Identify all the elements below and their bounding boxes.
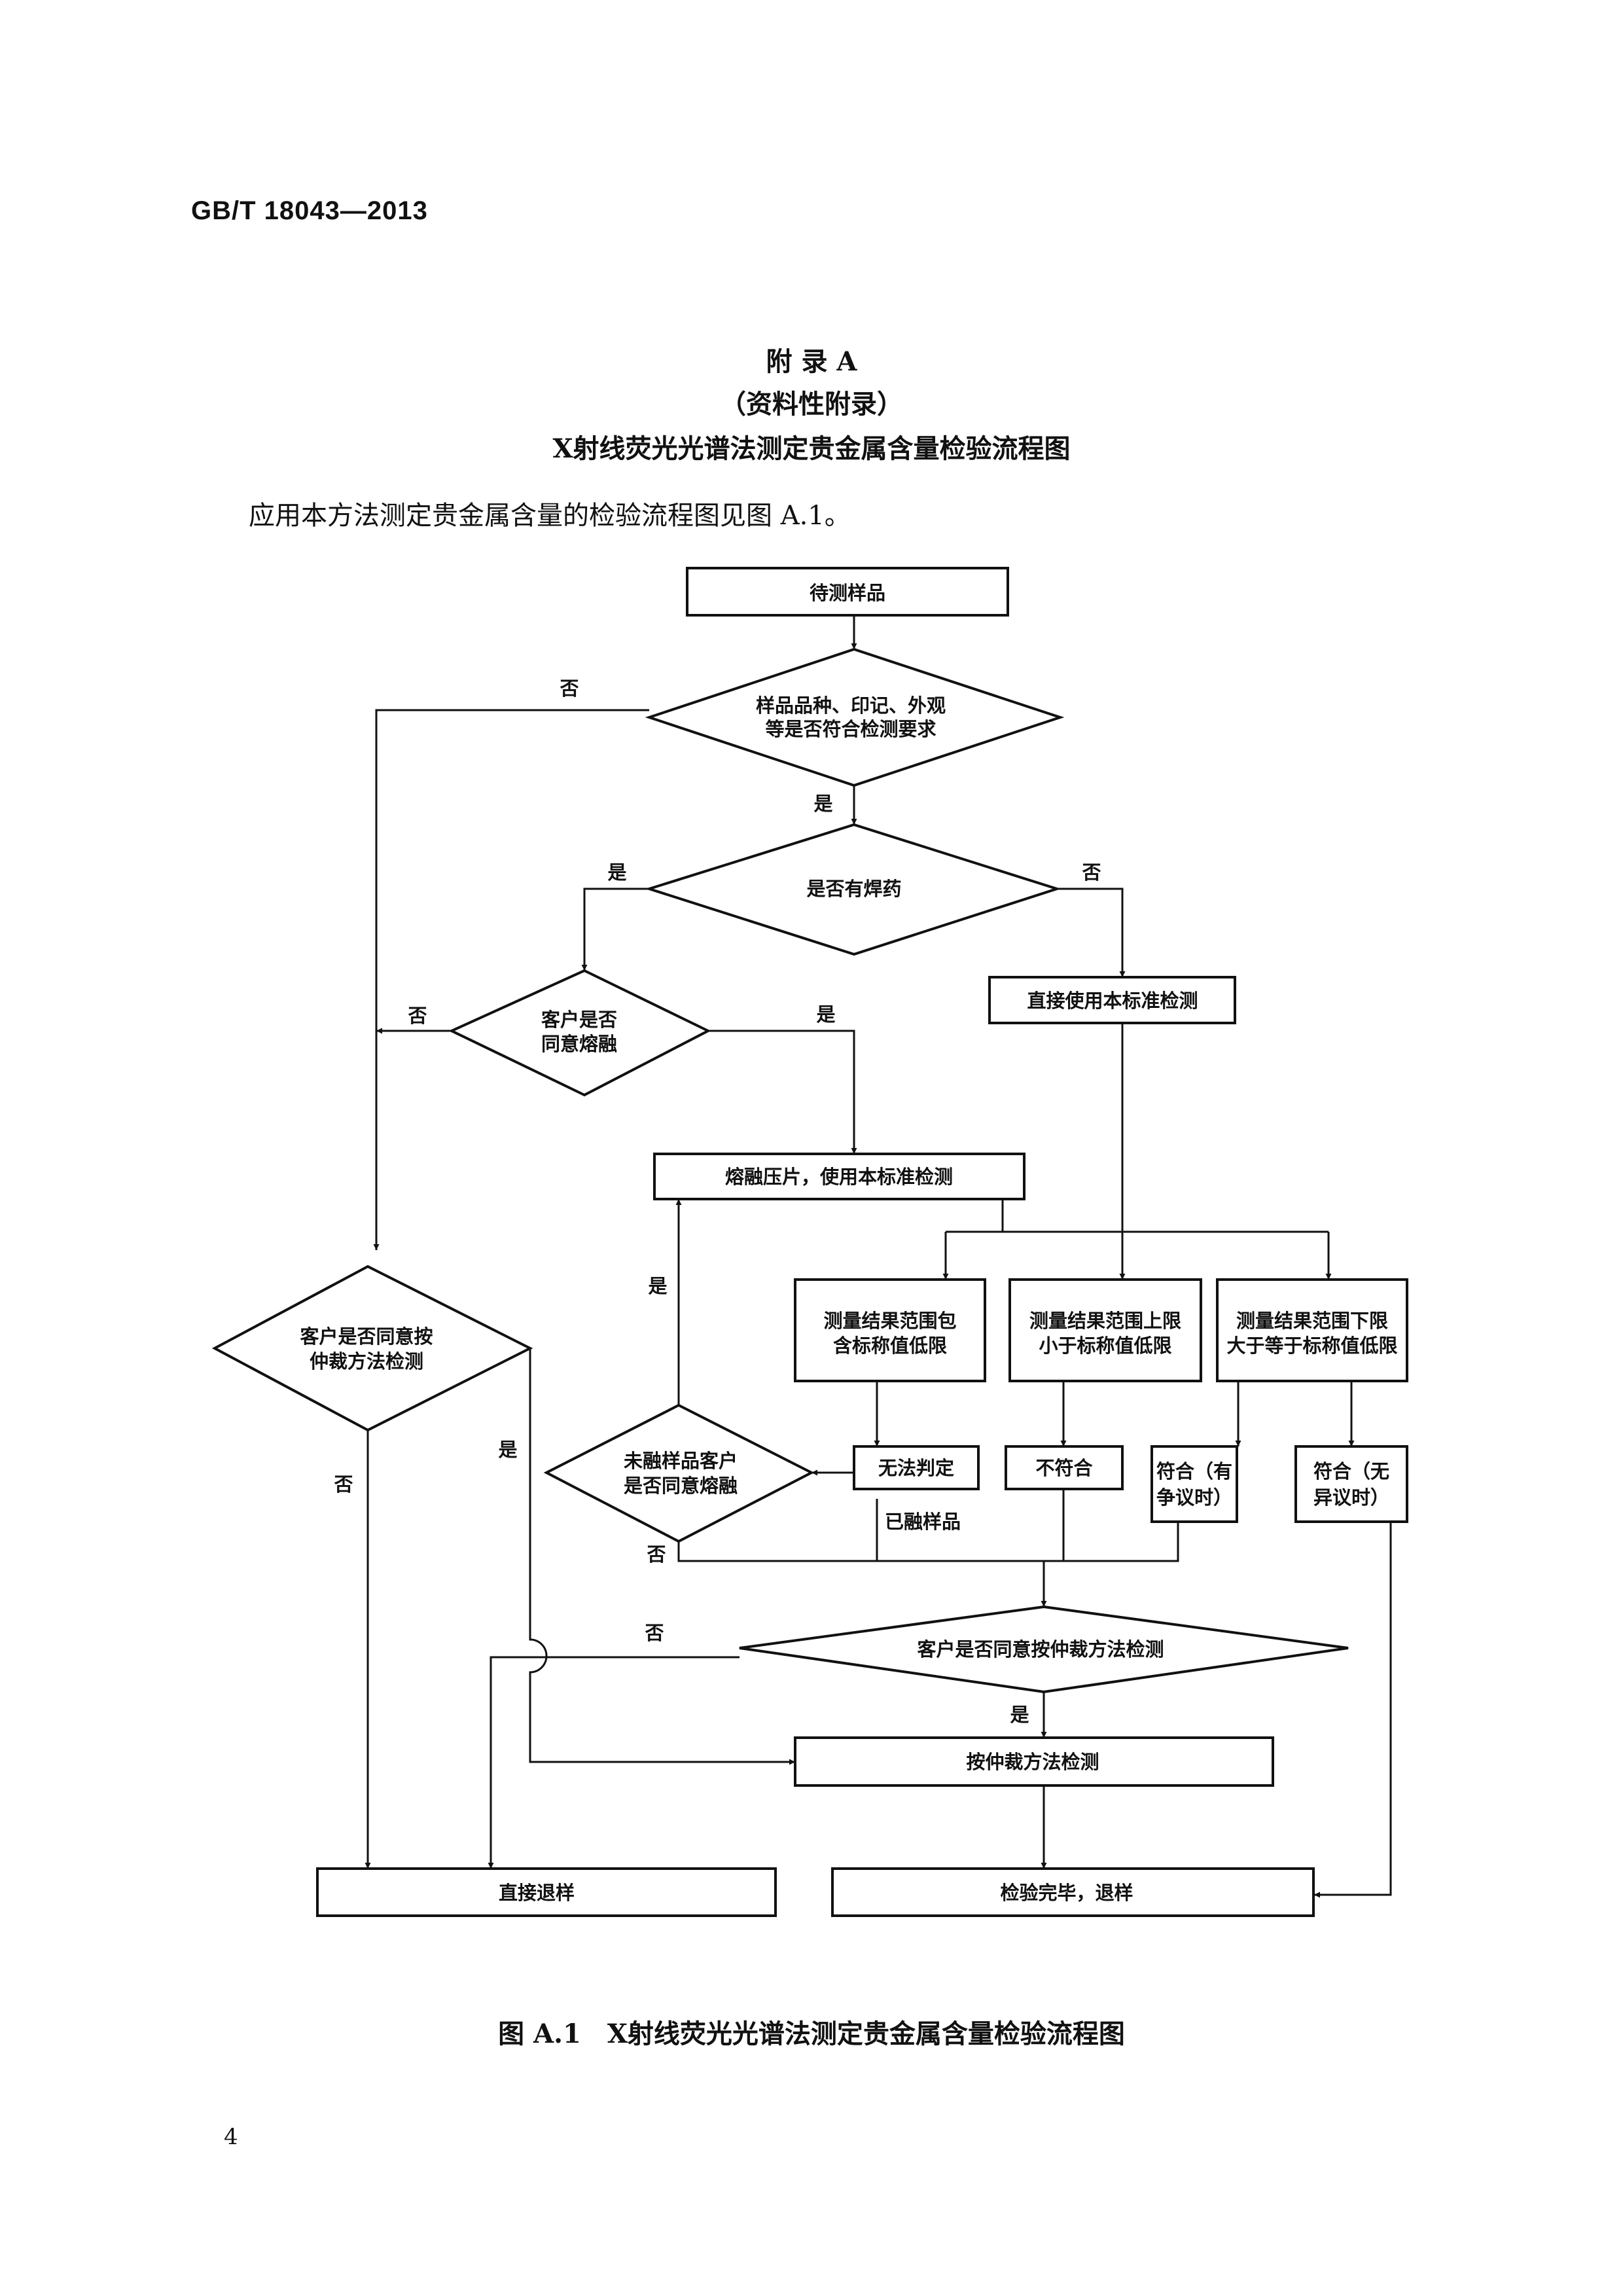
decision-unmelted-agree: 未融样品客户 是否同意熔融 — [543, 1403, 815, 1543]
label-no: 否 — [560, 677, 579, 700]
node-finish-return: 检验完毕，退样 — [831, 1867, 1315, 1917]
node-cannot-judge: 无法判定 — [853, 1445, 980, 1490]
svg-text:测量结果范围下限: 测量结果范围下限 — [1236, 1310, 1388, 1332]
svg-text:大于等于标称值低限: 大于等于标称值低限 — [1226, 1335, 1397, 1357]
label-no: 否 — [408, 1005, 427, 1027]
svg-text:客户是否同意按: 客户是否同意按 — [300, 1325, 433, 1348]
node-direct-detect: 直接使用本标准检测 — [988, 976, 1236, 1024]
label-no: 否 — [334, 1473, 353, 1496]
svg-text:异议时）: 异议时） — [1313, 1486, 1389, 1509]
figure-caption: 图 A.1 X射线荧光光谱法测定贵金属含量检验流程图 — [498, 2018, 1125, 2049]
node-melt-press: 熔融压片，使用本标准检测 — [653, 1153, 1026, 1200]
node-conform-dispute: 符合（有 争议时） — [1150, 1445, 1238, 1523]
label-melted-sample: 已融样品 — [885, 1511, 961, 1533]
decision-agree-melt: 客户是否 同意熔融 — [448, 969, 711, 1097]
appendix-type: （资料性附录） — [720, 389, 903, 420]
svg-text:直接使用本标准检测: 直接使用本标准检测 — [1027, 990, 1198, 1012]
node-result-upper: 测量结果范围上限 小于标称值低限 — [1008, 1278, 1202, 1382]
label-no: 否 — [647, 1543, 666, 1566]
standard-number: GB/T 18043—2013 — [191, 196, 428, 225]
svg-text:符合（无: 符合（无 — [1313, 1460, 1389, 1482]
edge-labels: 否 是 是 否 否 是 是 是 否 已融样品 否 否 是 — [334, 677, 1101, 1726]
svg-text:是否有焊药: 是否有焊药 — [806, 878, 901, 900]
connectors — [365, 615, 1392, 1898]
node-nonconform: 不符合 — [1005, 1445, 1124, 1490]
svg-text:检验完毕，退样: 检验完毕，退样 — [1000, 1882, 1133, 1904]
node-return-direct: 直接退样 — [316, 1867, 777, 1917]
label-no: 否 — [645, 1622, 664, 1644]
svg-text:测量结果范围上限: 测量结果范围上限 — [1029, 1310, 1181, 1332]
svg-text:客户是否: 客户是否 — [541, 1009, 617, 1031]
svg-text:样品品种、印记、外观: 样品品种、印记、外观 — [756, 694, 946, 717]
intro-paragraph: 应用本方法测定贵金属含量的检验流程图见图 A.1。 — [249, 501, 851, 531]
decision-has-solder: 是否有焊药 — [645, 823, 1061, 956]
svg-text:客户是否同意按仲裁方法检测: 客户是否同意按仲裁方法检测 — [917, 1638, 1164, 1660]
node-arbitration-detect: 按仲裁方法检测 — [794, 1736, 1274, 1787]
label-yes: 是 — [1010, 1704, 1029, 1726]
decision-check-sample: 样品品种、印记、外观 等是否符合检测要求 — [645, 647, 1065, 787]
decision-agree-arbitration: 客户是否同意按仲裁方法检测 — [739, 1605, 1349, 1694]
svg-text:测量结果范围包: 测量结果范围包 — [823, 1310, 956, 1332]
svg-text:不符合: 不符合 — [1035, 1457, 1092, 1479]
node-result-lower: 测量结果范围下限 大于等于标称值低限 — [1216, 1278, 1408, 1382]
label-yes: 是 — [813, 793, 832, 815]
svg-text:等是否符合检测要求: 等是否符合检测要求 — [765, 718, 936, 740]
svg-text:待测样品: 待测样品 — [810, 582, 885, 604]
node-conform-nodispute: 符合（无 异议时） — [1294, 1445, 1408, 1523]
node-start: 待测样品 — [686, 567, 1009, 617]
svg-text:是否同意熔融: 是否同意熔融 — [624, 1475, 738, 1497]
svg-text:未融样品客户: 未融样品客户 — [624, 1450, 738, 1472]
label-yes: 是 — [816, 1003, 835, 1026]
svg-text:符合（有: 符合（有 — [1156, 1460, 1232, 1482]
svg-text:同意熔融: 同意熔融 — [541, 1033, 617, 1055]
svg-text:小于标称值低限: 小于标称值低限 — [1039, 1335, 1171, 1357]
label-yes: 是 — [607, 861, 626, 884]
svg-text:熔融压片，使用本标准检测: 熔融压片，使用本标准检测 — [725, 1166, 953, 1188]
node-result-include: 测量结果范围包 含标称值低限 — [794, 1278, 986, 1382]
svg-text:含标称值低限: 含标称值低限 — [833, 1335, 947, 1357]
appendix-heading: X射线荧光光谱法测定贵金属含量检验流程图 — [552, 433, 1071, 464]
label-yes: 是 — [498, 1439, 517, 1461]
appendix-title: 附 录 A — [766, 346, 857, 377]
svg-text:争议时）: 争议时） — [1156, 1486, 1232, 1509]
decision-agree-arbitration-left: 客户是否同意按 仲裁方法检测 — [211, 1265, 533, 1432]
label-yes: 是 — [648, 1275, 667, 1297]
svg-text:无法判定: 无法判定 — [878, 1457, 954, 1479]
label-no: 否 — [1082, 861, 1101, 884]
page-number: 4 — [224, 2124, 238, 2150]
svg-text:按仲裁方法检测: 按仲裁方法检测 — [966, 1751, 1099, 1773]
svg-text:仲裁方法检测: 仲裁方法检测 — [310, 1350, 423, 1372]
svg-text:直接退样: 直接退样 — [499, 1882, 575, 1904]
